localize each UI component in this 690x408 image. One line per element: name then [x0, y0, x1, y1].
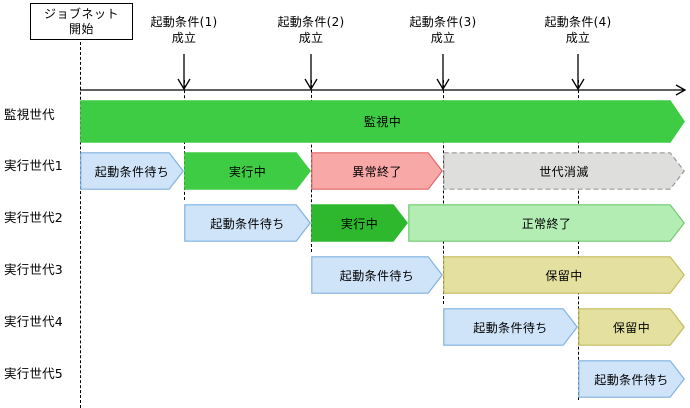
state-bar-label-b1-run: 実行中: [228, 164, 267, 179]
state-bar-b0-monitor[interactable]: 監視中: [80, 100, 685, 143]
trigger-arrow-down-icon-3: [436, 54, 450, 90]
state-bar-b2-normal[interactable]: 正常終了: [408, 204, 685, 242]
row-label-5: 実行世代5: [4, 366, 63, 381]
trigger-label-4: 起動条件(4) 成立: [544, 14, 611, 46]
trigger-label-1-line2: 成立: [171, 31, 197, 46]
trigger-label-2-line1: 起動条件(2): [277, 15, 345, 29]
state-bar-label-b2-normal: 正常終了: [521, 216, 572, 231]
state-bar-shape-b2-run: [311, 204, 408, 242]
state-bar-b1-gone[interactable]: 世代消滅: [443, 152, 685, 190]
row-label-1: 実行世代1: [4, 158, 63, 173]
trigger-label-3-line2: 成立: [430, 31, 456, 46]
trigger-label-2-line2: 成立: [298, 31, 324, 46]
guide-line-3: [443, 80, 444, 304]
state-bar-label-b3-wait: 起動条件待ち: [339, 268, 415, 283]
jobnet-start-line2: 開始: [68, 21, 94, 36]
trigger-arrow-down-icon-4: [571, 54, 585, 90]
trigger-label-2: 起動条件(2) 成立: [277, 14, 344, 46]
trigger-arrow-down-icon-1: [177, 54, 191, 90]
jobnet-start-box: ジョブネット 開始: [30, 3, 133, 40]
state-bar-label-b1-abend: 異常終了: [352, 164, 402, 179]
state-bar-label-b4-hold: 保留中: [612, 320, 651, 335]
row-label-0: 監視世代: [4, 107, 55, 122]
state-bar-shape-b1-gone: [443, 152, 685, 190]
trigger-label-3-line1: 起動条件(3): [409, 15, 477, 29]
state-bar-shape-b4-wait: [443, 308, 578, 346]
state-bar-label-b5-wait: 起動条件待ち: [594, 372, 669, 387]
state-bar-b4-hold[interactable]: 保留中: [578, 308, 685, 346]
trigger-label-4-line1: 起動条件(4): [544, 15, 612, 29]
state-bar-b5-wait[interactable]: 起動条件待ち: [578, 360, 685, 398]
trigger-arrow-down-icon-2: [304, 54, 318, 90]
state-bar-shape-b3-wait: [311, 256, 443, 294]
guide-line-0: [80, 42, 81, 408]
state-bar-label-b2-run: 実行中: [340, 216, 379, 231]
trigger-label-3: 起動条件(3) 成立: [409, 14, 476, 46]
trigger-label-4-line2: 成立: [565, 31, 591, 46]
state-bar-label-b2-wait: 起動条件待ち: [210, 216, 285, 231]
trigger-label-1-line1: 起動条件(1): [150, 15, 218, 29]
state-bar-shape-b3-hold: [443, 256, 685, 294]
state-bar-shape-b1-wait: [80, 152, 184, 190]
state-bar-shape-b1-run: [184, 152, 311, 190]
state-bar-label-b4-wait: 起動条件待ち: [473, 320, 548, 335]
state-bar-b4-wait[interactable]: 起動条件待ち: [443, 308, 578, 346]
jobnet-start-line1: ジョブネット: [43, 6, 119, 21]
row-label-4: 実行世代4: [4, 314, 63, 329]
state-bar-b3-hold[interactable]: 保留中: [443, 256, 685, 294]
state-bar-b3-wait[interactable]: 起動条件待ち: [311, 256, 443, 294]
state-bar-shape-b2-normal: [408, 204, 685, 242]
trigger-label-1: 起動条件(1) 成立: [150, 14, 217, 46]
state-bar-b1-abend[interactable]: 異常終了: [311, 152, 443, 190]
state-bar-shape-b5-wait: [578, 360, 685, 398]
state-bar-shape-b4-hold: [578, 308, 685, 346]
state-bar-b2-wait[interactable]: 起動条件待ち: [184, 204, 311, 242]
timeline-axis: [80, 84, 687, 96]
state-bar-shape-b0-monitor: [80, 100, 685, 143]
state-bar-label-b1-wait: 起動条件待ち: [94, 164, 170, 179]
state-bar-b2-run[interactable]: 実行中: [311, 204, 408, 242]
row-label-3: 実行世代3: [4, 262, 63, 277]
state-bar-label-b1-gone: 世代消滅: [539, 164, 589, 179]
state-bar-label-b0-monitor: 監視中: [363, 115, 402, 129]
state-bar-label-b3-hold: 保留中: [545, 268, 583, 283]
state-bar-b1-wait[interactable]: 起動条件待ち: [80, 152, 184, 190]
state-bar-b1-run[interactable]: 実行中: [184, 152, 311, 190]
row-label-2: 実行世代2: [4, 210, 63, 225]
state-bar-shape-b2-wait: [184, 204, 311, 242]
state-bar-shape-b1-abend: [311, 152, 443, 190]
